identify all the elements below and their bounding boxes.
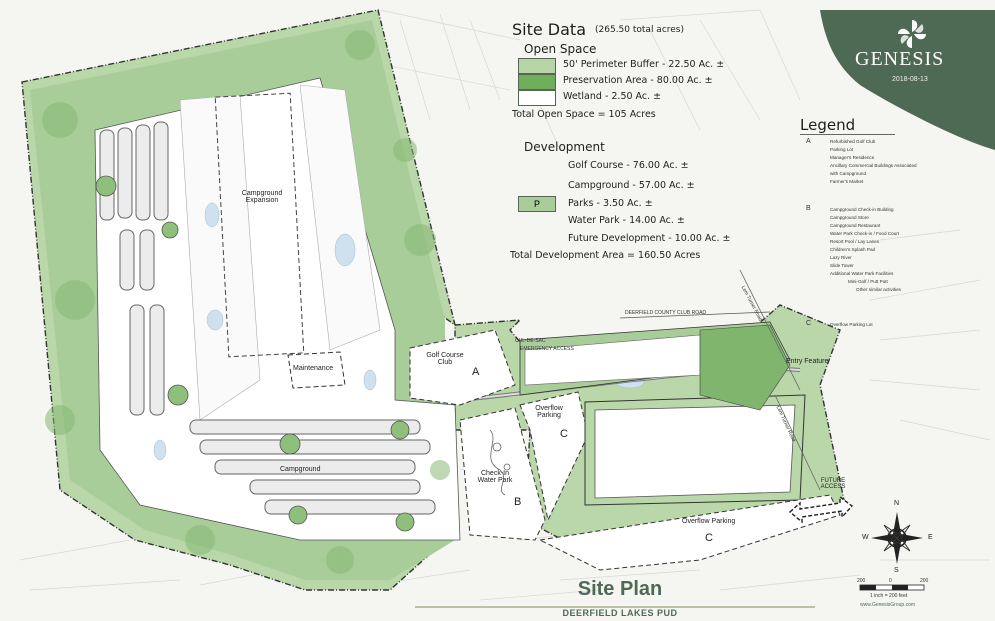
label-overflow-parking-upper: Overflow Parking xyxy=(535,405,563,419)
legend-item: Parking Lot xyxy=(830,147,854,152)
legend-item: Children's Splash Pad xyxy=(830,247,876,252)
legend-item: Overflow Parking Lot xyxy=(830,322,873,327)
site-data-title: Site Data xyxy=(512,20,587,39)
buffer-swatch xyxy=(518,58,556,74)
label-future-access: FUTURE ACCESS xyxy=(820,478,846,490)
label-emergency-access: EMERGENCY ACCESS xyxy=(520,346,574,352)
brand-name: GENESIS xyxy=(855,48,945,70)
genesis-logo-graphic xyxy=(898,20,926,48)
ponds xyxy=(153,202,645,461)
compass-w: W xyxy=(862,534,869,541)
compass-e: E xyxy=(928,534,933,541)
label-cul-de-sac: CUL-DE-SAC xyxy=(515,338,546,344)
legend-item: Ancillary Commercial Buildings Associate… xyxy=(830,163,917,168)
legend-item: Campground Store xyxy=(830,215,869,220)
legend-letter-c: C xyxy=(806,320,812,327)
preservation-swatch xyxy=(518,74,556,90)
legend-item: Additional Water Park Facilities xyxy=(830,271,894,276)
legend-item: Farmer's Market xyxy=(830,179,864,184)
compass-rose-graphic xyxy=(871,512,923,564)
scale-value-left: 200 xyxy=(857,578,866,584)
development-item-water-park: Water Park - 14.00 Ac. ± xyxy=(568,215,685,226)
label-overflow-parking-lower: Overflow Parking xyxy=(682,518,736,525)
title-site-plan: Site Plan xyxy=(577,578,663,600)
legend-title: Legend xyxy=(800,116,896,135)
parks-swatch: P xyxy=(518,196,556,212)
title-subtitle: DEERFIELD LAKES PUD xyxy=(562,608,678,618)
wetland-swatch xyxy=(518,90,556,106)
open-space-item-preservation: Preservation Area - 80.00 Ac. ± xyxy=(563,75,713,86)
label-entry-feature: Entry Feature xyxy=(786,358,829,365)
label-campground-expansion: Campground Expansion xyxy=(241,190,283,204)
development-item-future: Future Development - 10.00 Ac. ± xyxy=(568,233,731,244)
legend-item: Resort Pool / Lay Lanes xyxy=(830,239,880,244)
label-maintenance: Maintenance xyxy=(293,365,334,372)
brand-website: www.GenesisGroup.com xyxy=(860,602,916,608)
zone-letter-c-lower: C xyxy=(705,532,713,544)
compass-n: N xyxy=(894,500,900,507)
scale-value-right: 200 xyxy=(920,578,929,584)
legend-item: Campground Restaurant xyxy=(830,223,881,228)
legend-letter-b: B xyxy=(806,205,811,212)
legend-item: Lazy River xyxy=(830,255,852,260)
compass-s: S xyxy=(894,567,899,574)
legend-item: Water Park Check-in / Food Court xyxy=(830,231,900,236)
legend-item: with Campground xyxy=(830,171,867,176)
zone-letter-a: A xyxy=(472,366,480,378)
site-data-total-acres: (265.50 total acres) xyxy=(595,25,685,35)
tree-canopy xyxy=(42,30,450,574)
legend-item: Manager's Residence xyxy=(830,155,875,160)
open-space-item-buffer: 50' Perimeter Buffer - 22.50 Ac. ± xyxy=(563,59,725,70)
legend-item: Refurbished Golf Club xyxy=(830,139,876,144)
scale-note: 1 inch = 200 feet xyxy=(870,593,908,599)
label-deerfield-road: DEERFIELD COUNTY CLUB ROAD xyxy=(625,310,707,316)
zone-letter-b: B xyxy=(514,496,522,508)
total-development-area: Total Development Area = 160.50 Acres xyxy=(510,250,701,261)
scale-bar xyxy=(859,584,925,591)
development-heading: Development xyxy=(524,140,605,154)
park-circles xyxy=(95,175,415,532)
total-open-space: Total Open Space = 105 Acres xyxy=(512,109,656,120)
legend-letter-a: A xyxy=(806,138,811,145)
rv-loops xyxy=(99,121,436,515)
zone-letter-c-upper: C xyxy=(560,428,568,440)
scale-value-mid: 0 xyxy=(889,578,892,584)
legend-item: Slide Tower xyxy=(830,263,854,268)
legend-item: Other similar activities xyxy=(856,287,901,292)
label-campground: Campground xyxy=(280,466,321,473)
label-golf-course-club: Golf Course Club xyxy=(426,352,464,366)
development-item-parks: Parks - 3.50 Ac. ± xyxy=(568,198,653,209)
development-item-campground: Campground - 57.00 Ac. ± xyxy=(568,180,695,191)
development-item-golf: Golf Course - 76.00 Ac. ± xyxy=(568,160,689,171)
legend-item: Mini-Golf / Putt Putt xyxy=(848,279,888,284)
open-space-heading: Open Space xyxy=(524,42,597,56)
legend-item: Campground Check-in Building xyxy=(830,207,894,212)
open-space-item-wetland: Wetland - 2.50 Ac. ± xyxy=(563,91,662,102)
future-access-arrow xyxy=(788,495,854,524)
brand-date: 2018-08-13 xyxy=(892,76,928,83)
label-check-in-water-park: Check-In Water Park xyxy=(477,470,513,484)
